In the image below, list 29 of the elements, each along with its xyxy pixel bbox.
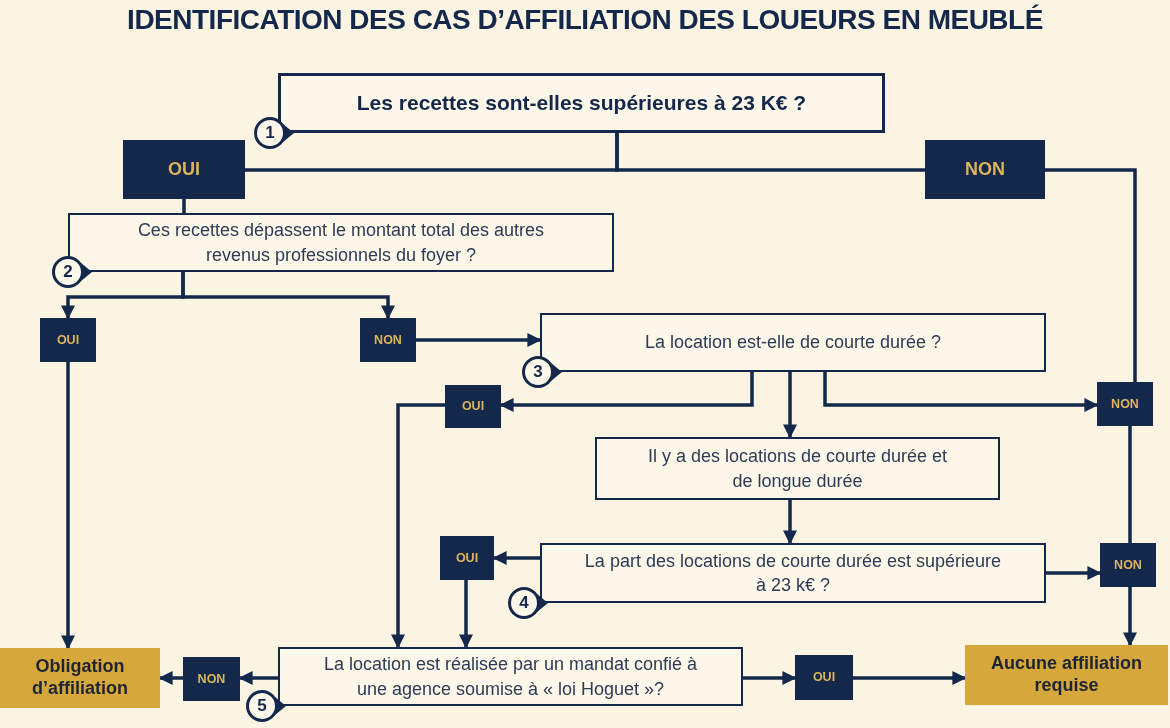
answer-box: OUI xyxy=(40,318,96,362)
answer-box: OUI xyxy=(123,140,245,199)
question-box: La location est réalisée par un mandat confié à une agence soumise à « loi Hoguet »? xyxy=(278,647,743,706)
question-box: Il y a des locations de courte durée et de longue durée xyxy=(595,437,1000,500)
answer-box: OUI xyxy=(440,536,494,580)
connector-arrow xyxy=(61,362,75,650)
diagram-title: IDENTIFICATION DES CAS D’AFFILIATION DES LOUEURS EN MEUBLÉ xyxy=(126,4,1044,36)
question-box: La part des locations de courte durée est supérieure à 23 k€ ? xyxy=(540,543,1046,603)
answer-box: NON xyxy=(183,657,240,701)
connector-arrow xyxy=(1046,566,1102,580)
answer-box: OUI xyxy=(445,385,501,428)
answer-box: NON xyxy=(360,318,416,362)
question-box: Les recettes sont-elles supérieures à 23 K€ ? xyxy=(278,73,885,133)
outcome-box: Aucune affiliation requise xyxy=(965,645,1168,705)
answer-box: NON xyxy=(1100,543,1156,587)
connector-arrow xyxy=(783,372,797,439)
connector-arrow xyxy=(783,500,797,545)
answer-box: NON xyxy=(1097,382,1153,426)
answer-box: OUI xyxy=(795,655,853,700)
answer-box: NON xyxy=(925,140,1045,199)
connector-arrow xyxy=(743,671,797,685)
connector-arrow xyxy=(823,372,1099,412)
connector-arrow xyxy=(416,333,542,347)
outcome-box: Obligation d’affiliation xyxy=(0,648,160,708)
connector-arrow xyxy=(853,671,967,685)
connector-arrow xyxy=(181,272,395,320)
connector-arrow xyxy=(459,580,473,649)
connector-arrow xyxy=(1123,587,1137,647)
connector-arrow xyxy=(391,403,445,649)
